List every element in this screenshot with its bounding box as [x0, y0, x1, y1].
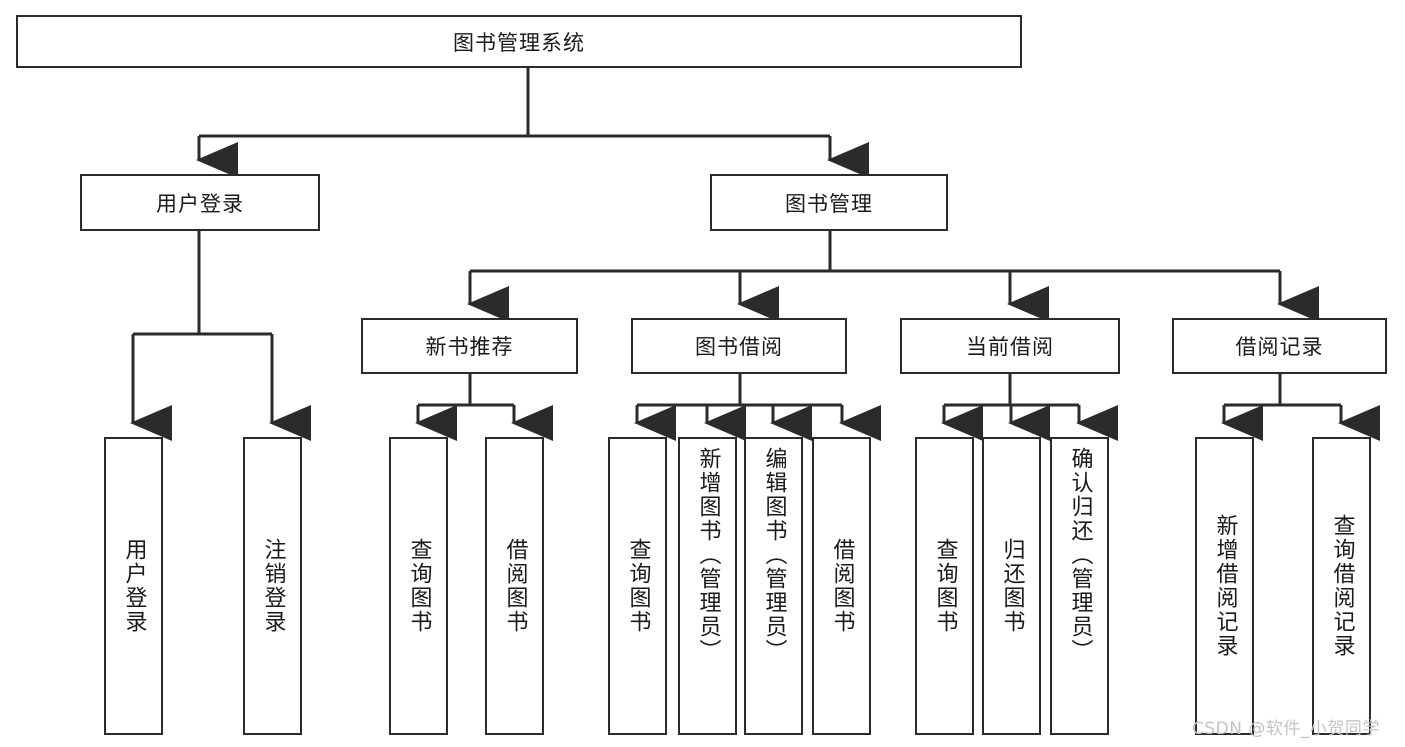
leaf-return-book[interactable]: 归还图书: [982, 437, 1041, 735]
node-label: 查询图书: [406, 538, 432, 634]
node-label: 当前借阅: [966, 335, 1054, 359]
node-label: 新增图书（管理员）: [695, 447, 721, 663]
node-label: 归还图书: [999, 538, 1025, 634]
leaf-query-borrow-record[interactable]: 查询借阅记录: [1312, 437, 1371, 735]
node-borrow-records[interactable]: 借阅记录: [1172, 318, 1387, 374]
node-label: 用户登录: [156, 191, 244, 216]
node-label: 注销登录: [260, 538, 286, 634]
node-label: 查询图书: [625, 538, 651, 634]
node-label: 借阅记录: [1235, 335, 1324, 359]
leaf-query-book-recommend[interactable]: 查询图书: [389, 437, 448, 735]
leaf-confirm-return-admin[interactable]: 确认归还（管理员）: [1050, 437, 1109, 735]
leaf-add-book-admin[interactable]: 新增图书（管理员）: [678, 437, 737, 735]
watermark-text: CSDN @软件_小贺同学: [1192, 719, 1380, 739]
leaf-edit-book-admin[interactable]: 编辑图书（管理员）: [744, 437, 803, 735]
node-label: 图书管理: [785, 191, 873, 216]
node-label: 图书管理系统: [453, 30, 585, 55]
node-label: 编辑图书（管理员）: [761, 447, 787, 663]
node-label: 查询借阅记录: [1329, 514, 1355, 658]
node-label: 查询图书: [932, 538, 958, 634]
node-label: 确认归还（管理员）: [1067, 447, 1093, 663]
node-label: 用户登录: [121, 538, 147, 634]
node-book-borrow[interactable]: 图书借阅: [631, 318, 847, 374]
leaf-add-borrow-record[interactable]: 新增借阅记录: [1195, 437, 1254, 735]
leaf-query-book-current[interactable]: 查询图书: [915, 437, 974, 735]
node-label: 借阅图书: [502, 538, 528, 634]
node-current-borrow[interactable]: 当前借阅: [900, 318, 1120, 374]
node-user-login[interactable]: 用户登录: [80, 174, 320, 231]
node-label: 图书借阅: [695, 335, 783, 359]
node-label: 借阅图书: [829, 538, 855, 634]
node-new-book-recommend[interactable]: 新书推荐: [361, 318, 578, 374]
leaf-user-login[interactable]: 用户登录: [104, 437, 163, 735]
node-label: 新增借阅记录: [1212, 514, 1238, 658]
leaf-query-book-borrow[interactable]: 查询图书: [608, 437, 667, 735]
node-root-book-management-system[interactable]: 图书管理系统: [16, 15, 1022, 68]
node-book-management[interactable]: 图书管理: [710, 174, 948, 231]
leaf-borrow-book[interactable]: 借阅图书: [812, 437, 871, 735]
leaf-borrow-book-recommend[interactable]: 借阅图书: [485, 437, 544, 735]
node-label: 新书推荐: [425, 335, 514, 359]
leaf-logout[interactable]: 注销登录: [243, 437, 302, 735]
